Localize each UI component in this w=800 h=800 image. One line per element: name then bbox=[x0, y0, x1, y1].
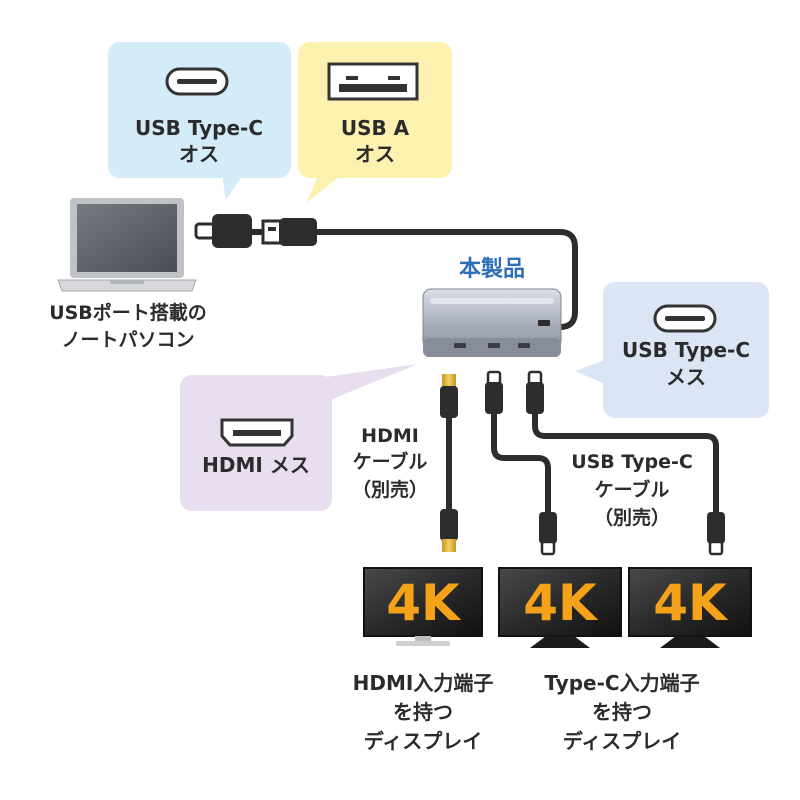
usb-c-plug-bottom-2-icon bbox=[707, 512, 725, 556]
bubble-usb-c-female-line2: メス bbox=[666, 365, 706, 389]
laptop-caption-line1: USBポート搭載の bbox=[49, 301, 207, 324]
laptop-caption-line2: ノートパソコン bbox=[61, 329, 194, 351]
usb-c-plug-bottom-1-icon bbox=[539, 512, 557, 556]
usbc-cable-label-line1: USB Type-C bbox=[571, 451, 693, 473]
usb-a-port-icon bbox=[327, 62, 419, 101]
bubble-usb-c-female-line1: USB Type-C bbox=[622, 338, 750, 362]
usb-c-cable-1 bbox=[491, 410, 551, 515]
monitor-typec-2: 4K bbox=[628, 567, 752, 648]
bubble-hdmi-female-line1: HDMI メス bbox=[202, 453, 310, 477]
monitor-hdmi-4k-label: 4K bbox=[386, 574, 462, 632]
monitor-typec-1-4k-label: 4K bbox=[523, 574, 599, 632]
laptop-icon bbox=[57, 198, 197, 292]
bubble-usb-c-female: USB Type-C メス bbox=[575, 282, 769, 418]
typec-display-caption-line1: Type-C入力端子 bbox=[544, 671, 699, 695]
hdmi-display-caption-line1: HDMI入力端子 bbox=[353, 671, 494, 695]
hdmi-plug-top-icon bbox=[440, 374, 458, 418]
hdmi-port-icon bbox=[220, 418, 294, 447]
usb-c-plug-top-2-icon bbox=[526, 370, 544, 414]
usb-c-cable-2 bbox=[532, 410, 719, 515]
monitor-typec-2-4k-label: 4K bbox=[653, 574, 729, 632]
product-title: 本製品 bbox=[459, 256, 525, 282]
bubble-usb-a-male: USB A オス bbox=[298, 42, 452, 203]
usbc-cable-label-line2: ケーブル bbox=[595, 478, 670, 501]
hdmi-cable-label-line3: （別売） bbox=[352, 478, 428, 501]
typec-display-caption-line3: ディスプレイ bbox=[563, 729, 682, 753]
usbc-cable-label-line3: （別売） bbox=[594, 506, 670, 529]
usb-c-port-icon bbox=[653, 304, 717, 333]
usb-c-port-icon bbox=[165, 67, 229, 96]
bubble-usb-c-male-line2: オス bbox=[179, 142, 219, 166]
hdmi-display-caption-line3: ディスプレイ bbox=[364, 729, 483, 753]
hdmi-cable-label-line2: ケーブル bbox=[353, 450, 428, 473]
bubble-usb-a-male-line2: オス bbox=[355, 142, 395, 166]
usb-c-plug-icon bbox=[194, 214, 252, 248]
monitor-typec-1: 4K bbox=[498, 567, 622, 648]
hdmi-plug-bottom-icon bbox=[440, 509, 458, 552]
hdmi-cable-label-line1: HDMI bbox=[361, 425, 419, 447]
bubble-usb-c-male: USB Type-C オス bbox=[108, 42, 291, 200]
hdmi-display-caption-line2: を持つ bbox=[393, 700, 453, 724]
bubble-hdmi-female: HDMI メス bbox=[180, 364, 418, 511]
bubble-usb-c-male-line1: USB Type-C bbox=[135, 116, 263, 140]
usb-a-plug-icon bbox=[261, 218, 317, 246]
bubble-usb-a-male-line1: USB A bbox=[341, 116, 410, 140]
usb-hub-device-icon bbox=[422, 288, 562, 357]
typec-display-caption-line2: を持つ bbox=[592, 700, 652, 724]
usb-c-plug-top-1-icon bbox=[485, 370, 503, 414]
monitor-hdmi: 4K bbox=[363, 567, 483, 646]
